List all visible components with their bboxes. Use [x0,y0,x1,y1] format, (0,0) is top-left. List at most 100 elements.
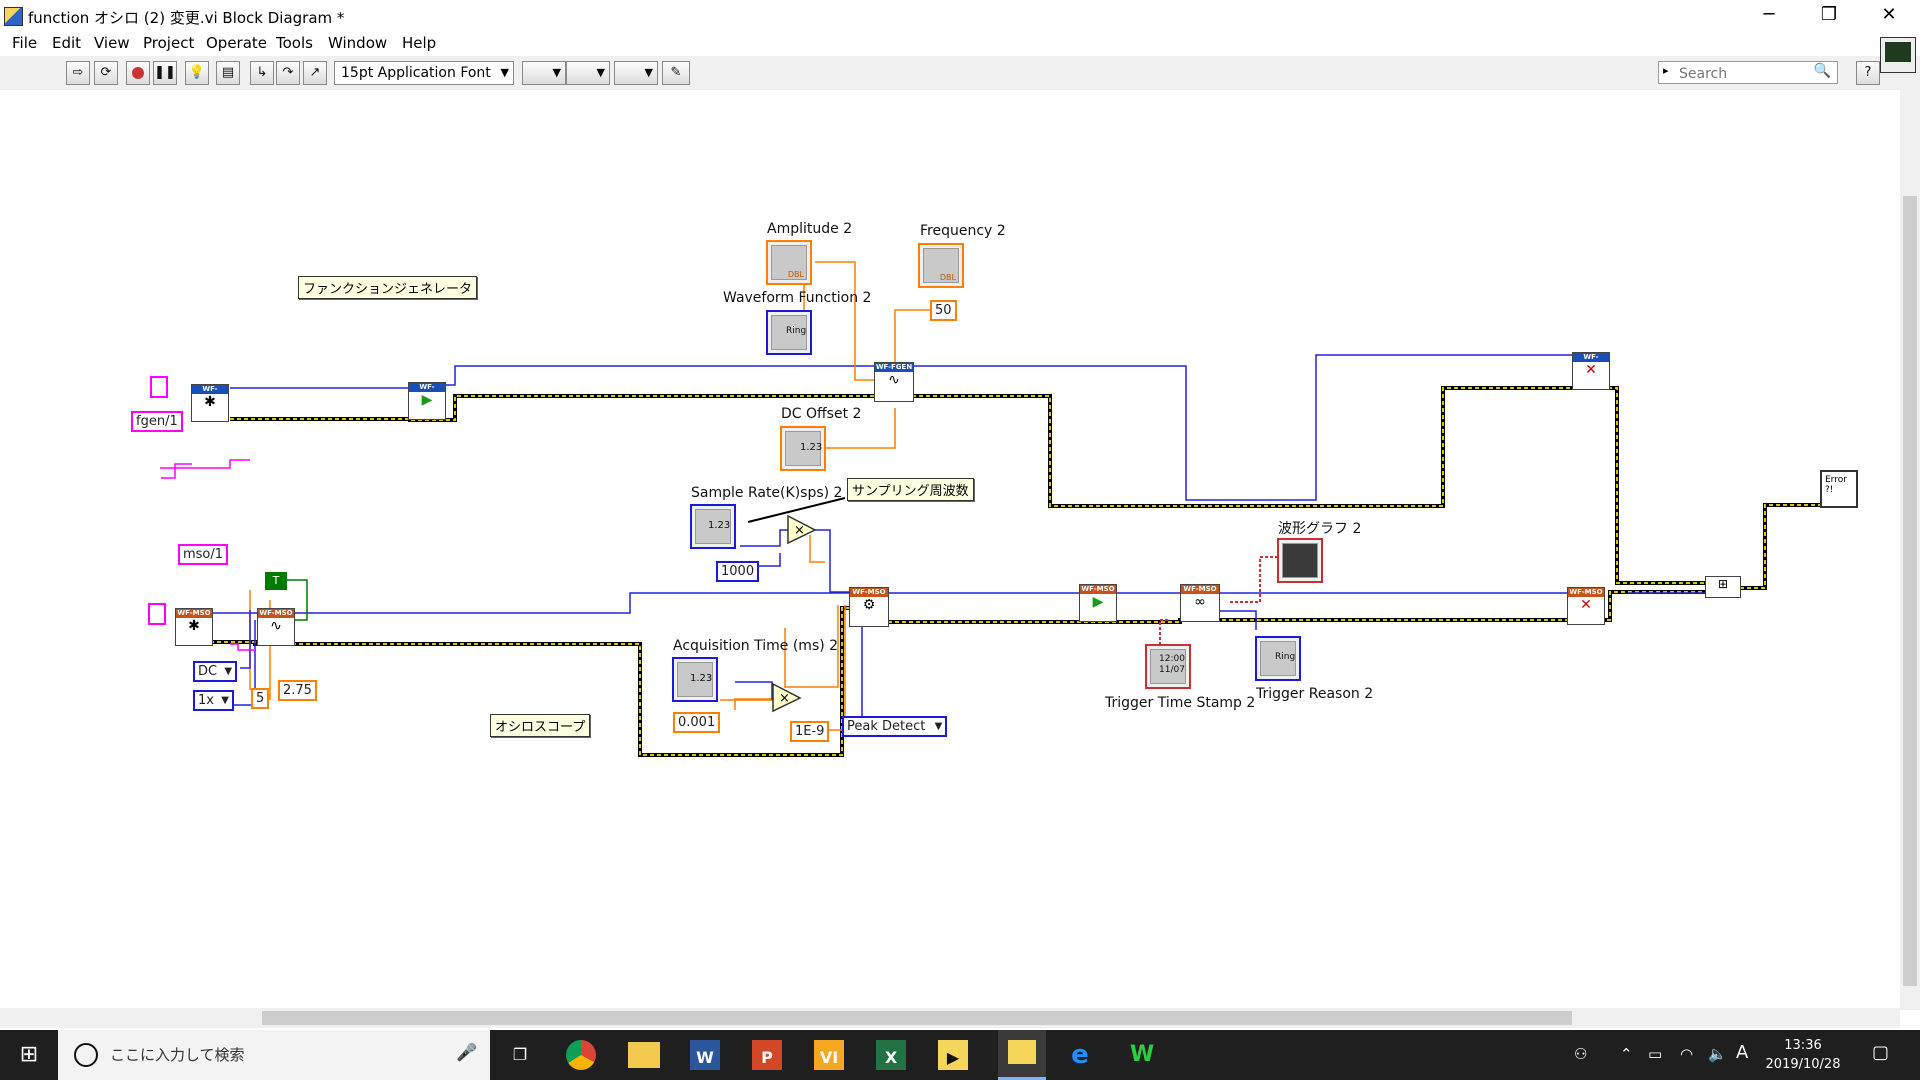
chrome-icon[interactable] [566,1040,596,1070]
run-arrow-icon[interactable]: ⇨ [66,61,90,85]
multiply-node[interactable]: × [772,683,802,713]
font-select[interactable]: 15pt Application Font ▼ [334,61,514,85]
chevron-up-icon[interactable]: ⌃ [1620,1045,1633,1063]
error-handler-icon[interactable]: Error ?! [1820,470,1858,508]
restore-button[interactable]: ❐ [1820,4,1838,25]
trigger-reason-terminal[interactable]: Ring [1255,636,1301,681]
sample-multiplier-constant[interactable]: 1000 [716,561,760,582]
mso-fetch-node[interactable]: WF-MSO∞ [1180,584,1220,622]
block-diagram[interactable]: ファンクションジェネレータ オシロスコープ サンプリング周波数 Amplitud… [0,90,1900,1010]
multiply-node[interactable]: × [787,515,817,545]
vi-icon[interactable] [1880,37,1916,73]
mso-reset-constant[interactable] [148,603,166,625]
minimize-button[interactable]: ─ [1763,4,1775,25]
horizontal-scrollbar[interactable] [0,1008,1900,1028]
align-objects-icon[interactable]: ▼ [522,61,566,85]
taskbar-search[interactable]: ここに入力して検索 🎤 [58,1030,490,1080]
knob-icon: DBL [771,245,807,280]
powerpoint-icon[interactable]: P [752,1040,782,1070]
ime-indicator[interactable]: A [1736,1042,1749,1063]
menu-project[interactable]: Project [143,34,195,52]
fgen-initiate-node[interactable]: WF-FGEN▶ [408,382,446,420]
true-constant[interactable]: T [265,572,287,590]
close-button[interactable]: ✕ [1881,4,1897,25]
fgen-close-node[interactable]: WF-FGEN✕ [1572,352,1610,390]
menu-operate[interactable]: Operate [206,34,268,52]
mso-resource-constant[interactable]: mso/1 [178,544,229,565]
step-out-icon[interactable]: ↗ [303,61,327,85]
step-into-icon[interactable]: ↳ [250,61,274,85]
trigger-time-stamp-terminal[interactable]: 12:00 11/07 [1145,644,1191,689]
wifi-icon[interactable]: ◠ [1680,1045,1694,1063]
menu-help[interactable]: Help [402,34,437,52]
clean-up-diagram-icon[interactable]: ✎ [662,61,690,85]
fgen-configure-node[interactable]: WF-FGEN∿ [874,362,914,402]
pause-icon[interactable]: ❚❚ [153,61,177,85]
windows-start-icon[interactable]: ⊞ [19,1042,39,1067]
mso-initiate-node[interactable]: WF-MSO▶ [1079,584,1117,622]
time-multiplier-constant[interactable]: 0.001 [673,712,721,733]
waveform-graph-terminal[interactable] [1277,538,1323,583]
battery-icon[interactable]: ▭ [1648,1045,1663,1063]
file-explorer-icon[interactable] [628,1042,660,1068]
acquisition-mode-enum[interactable]: Peak Detect▼ [842,716,948,737]
taskbar-clock[interactable]: 13:36 2019/10/28 [1760,1036,1846,1074]
excel-icon[interactable]: X [876,1040,906,1070]
vertical-scrollbar[interactable] [1900,90,1920,1010]
retain-wire-values-icon[interactable]: ▤ [216,61,240,85]
comment-sampling[interactable]: サンプリング周波数 [847,478,974,501]
volume-icon[interactable]: 🔈 [1708,1045,1727,1063]
w-app-icon[interactable]: W [1129,1042,1155,1067]
menu-file[interactable]: File [12,34,38,52]
waveform-function-terminal[interactable]: Ring [766,310,812,355]
run-continuously-icon[interactable]: ⟳ [94,61,118,85]
step-over-icon[interactable]: ↷ [276,61,300,85]
menu-window[interactable]: Window [328,34,388,52]
abort-icon[interactable] [126,61,150,85]
offset-constant[interactable]: 2.75 [278,680,317,701]
notifications-icon[interactable]: ▢ [1872,1042,1890,1063]
labview-block-diagram-icon[interactable] [998,1030,1046,1080]
mso-close-node[interactable]: WF-MSO✕ [1567,587,1605,625]
vertical-range-constant[interactable]: 5 [251,688,270,709]
labview-front-panel-icon[interactable]: ▶ [938,1040,968,1070]
edge-icon[interactable]: e [1071,1040,1089,1070]
highlight-execution-icon[interactable]: 💡 [185,61,209,85]
microphone-icon[interactable]: 🎤 [456,1043,478,1063]
word-icon[interactable]: W [690,1040,720,1070]
fgen-resource-constant[interactable]: fgen/1 [131,411,183,432]
menu-edit[interactable]: Edit [52,34,82,52]
merge-errors-node[interactable]: ⊞ [1705,576,1741,598]
search-icon[interactable]: 🔍 [1813,63,1831,79]
horizontal-scroll-thumb[interactable] [262,1011,1572,1025]
menu-tools[interactable]: Tools [276,34,313,52]
epsilon-constant[interactable]: 1E-9 [790,721,830,742]
mso-configure-vertical-node[interactable]: WF-MSO∿ [257,608,295,646]
menu-view[interactable]: View [94,34,130,52]
play-icon: ▶ [421,392,433,408]
comment-fgen[interactable]: ファンクションジェネレータ [298,276,478,299]
probe-enum[interactable]: 1x▼ [193,690,234,711]
fgen-initialize-node[interactable]: WF-FGEN✱ [191,384,229,422]
dc-offset-terminal[interactable]: 1.23 [780,426,826,471]
frequency-terminal[interactable]: DBL [918,243,964,288]
search-input[interactable] [1677,64,1811,83]
clock-date: 2019/10/28 [1765,1057,1841,1072]
distribute-objects-icon[interactable]: ▼ [566,61,610,85]
acquisition-time-terminal[interactable]: 1.23 [672,657,718,702]
task-view-icon[interactable]: ❐ [512,1045,528,1064]
fgen-reset-constant[interactable] [150,376,168,398]
coupling-enum[interactable]: DC▼ [193,661,238,682]
reorder-icon[interactable]: ▼ [614,61,658,85]
frequency-constant[interactable]: 50 [930,300,957,321]
amplitude-terminal[interactable]: DBL [766,240,812,285]
search-box[interactable]: ▸ 🔍 [1658,61,1838,84]
vertical-scroll-thumb[interactable] [1903,196,1917,986]
vi-package-icon[interactable]: VI [814,1040,844,1070]
comment-scope[interactable]: オシロスコープ [490,714,591,737]
people-icon[interactable]: ⚇ [1574,1045,1588,1063]
mso-initialize-node[interactable]: WF-MSO✱ [175,608,213,646]
sample-rate-terminal[interactable]: 1.23 [690,504,736,549]
context-help-icon[interactable]: ? [1856,61,1880,85]
mso-configure-timing-node[interactable]: WF-MSO⚙ [849,587,889,627]
